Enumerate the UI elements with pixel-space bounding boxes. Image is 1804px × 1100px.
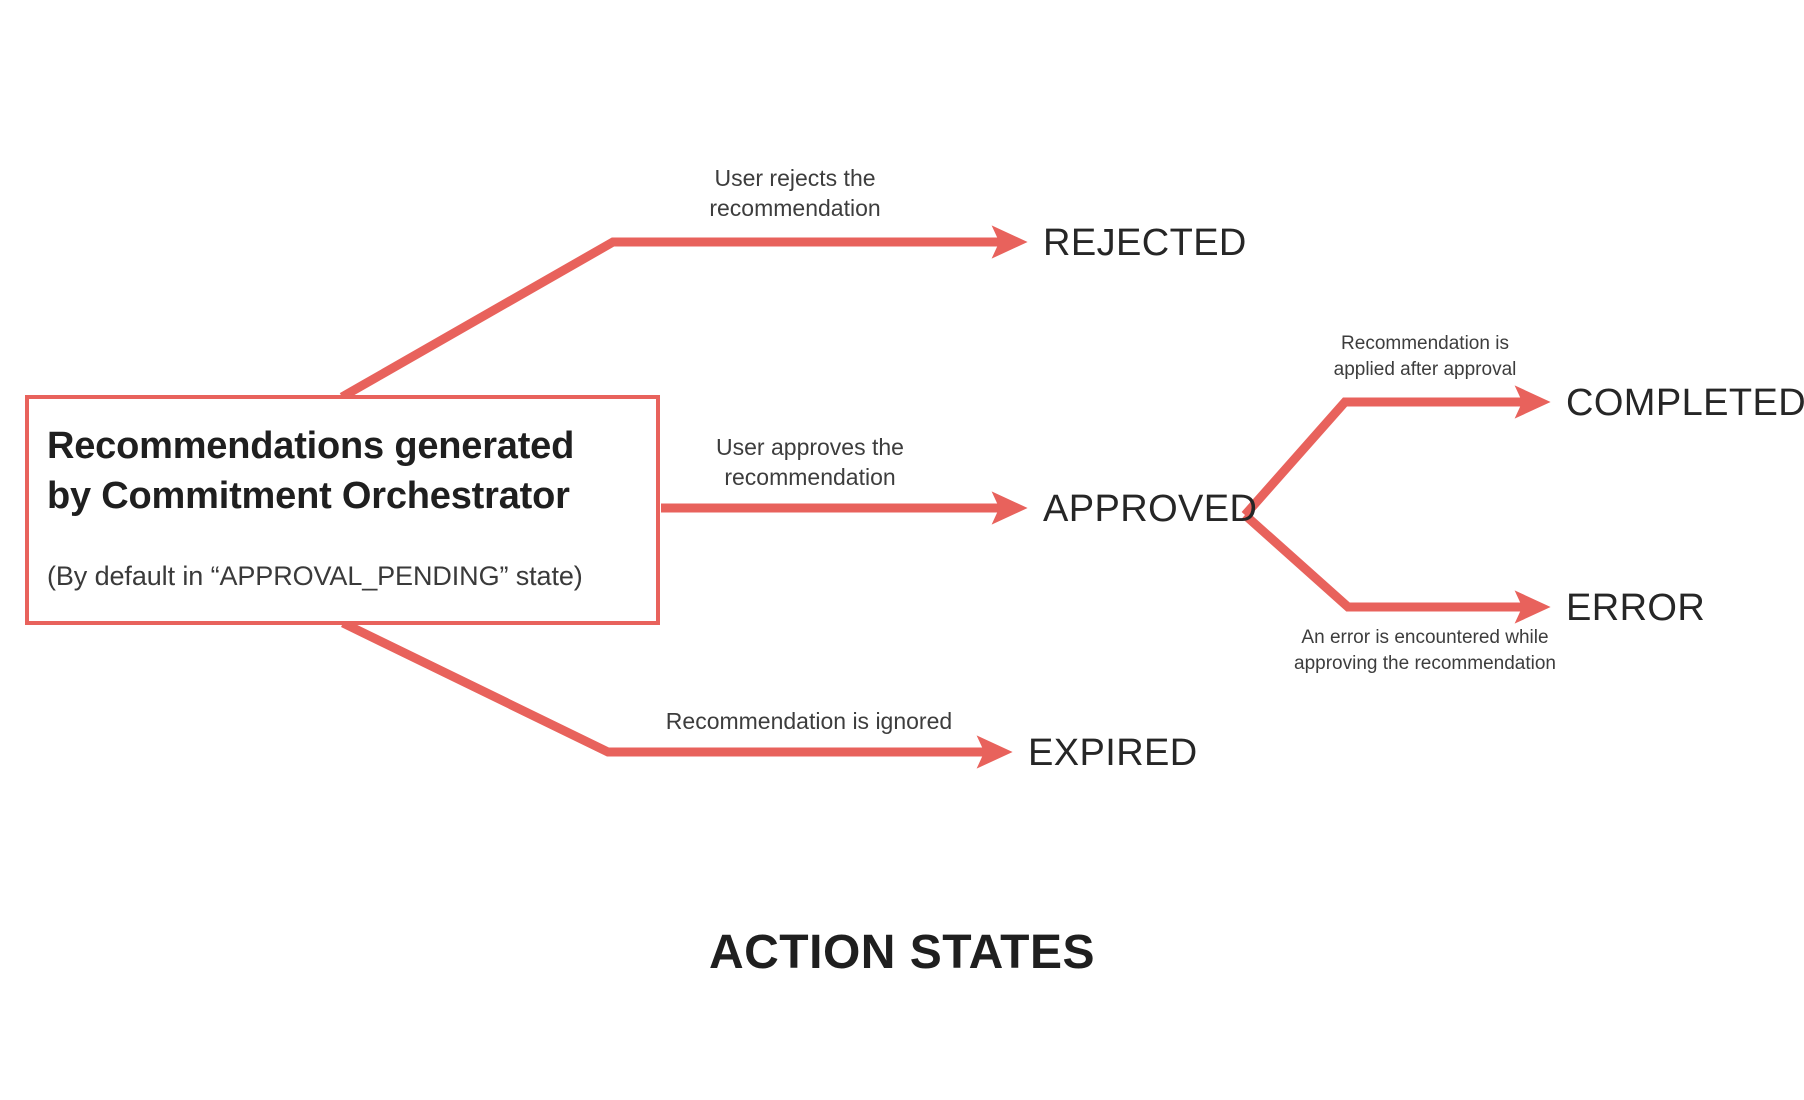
edge-label-rejected: User rejects the recommendation: [650, 163, 940, 224]
edge-label-approved: User approves the recommendation: [665, 432, 955, 493]
connector-to-completed: [1241, 385, 1551, 518]
edge-label-completed-line-2: applied after approval: [1333, 358, 1517, 380]
edge-label-error-line-1: An error is encountered while: [1301, 627, 1549, 648]
state-label-rejected: REJECTED: [1043, 222, 1247, 264]
state-label-completed: COMPLETED: [1566, 382, 1804, 424]
source-node-title-line-2: by Commitment Orchestrator: [47, 475, 570, 518]
state-label-expired: EXPIRED: [1028, 732, 1198, 774]
edge-label-error: An error is encountered while approving …: [1280, 625, 1570, 677]
state-label-error: ERROR: [1566, 587, 1706, 629]
edge-label-completed-line-1: Recommendation is: [1341, 333, 1509, 354]
edge-label-expired: Recommendation is ignored: [634, 706, 984, 736]
source-node: Recommendations generated by Commitment …: [25, 395, 660, 625]
edge-label-approved-line-2: recommendation: [724, 464, 896, 491]
source-node-title-line-1: Recommendations generated: [47, 425, 575, 467]
connector-to-error: [1242, 511, 1551, 624]
diagram-title: ACTION STATES: [708, 926, 1096, 979]
edge-label-error-line-2: approving the recommendation: [1294, 652, 1556, 674]
source-node-subtitle: (By default in “APPROVAL_PENDING” state): [47, 561, 583, 592]
edge-label-rejected-line-1: User rejects the: [714, 165, 876, 191]
connector-to-rejected: [339, 225, 1028, 401]
edge-label-rejected-line-2: recommendation: [709, 195, 881, 222]
edge-label-expired-line-1: Recommendation is ignored: [665, 708, 953, 734]
state-label-approved: APPROVED: [1043, 488, 1258, 530]
edge-label-approved-line-1: User approves the: [716, 434, 904, 460]
edge-label-completed: Recommendation is applied after approval: [1300, 331, 1550, 383]
source-node-title: Recommendations generated by Commitment …: [47, 421, 630, 521]
